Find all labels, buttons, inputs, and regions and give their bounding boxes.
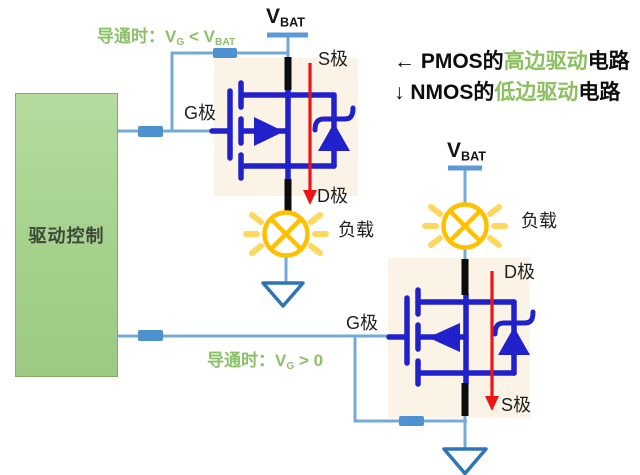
drive-control-box: 驱动控制	[15, 93, 118, 377]
nmos-symbol	[386, 287, 536, 387]
current-arrows	[303, 63, 499, 411]
nmos-source-pole-label: S极	[501, 395, 532, 415]
resistors	[138, 48, 424, 426]
nmos-load-label: 负载	[521, 211, 557, 231]
lamp-cross-icon	[269, 217, 303, 251]
pmos-source-terminal	[284, 57, 292, 90]
load-lamp-pmos	[243, 210, 329, 258]
pmos-drain-pole-label: D极	[317, 186, 348, 206]
ground-icon	[442, 447, 488, 475]
pmos-drain-terminal	[284, 179, 292, 212]
nmos-pulldown-resistor	[399, 416, 424, 426]
nmos-pulldown-wire	[353, 336, 467, 423]
nmos-drain-terminal	[461, 259, 469, 295]
ground-icon	[261, 281, 305, 308]
power-rails	[267, 32, 482, 171]
grounds	[261, 281, 488, 475]
load-lamp-nmos	[422, 202, 508, 250]
pmos-diode-cathode-bar	[312, 105, 356, 133]
pmos-symbol	[209, 80, 356, 183]
nmos-source-terminal	[461, 383, 469, 416]
header-line-nmos: ↓ NMOS的低边驱动电路	[394, 81, 621, 104]
header-line-pmos: ← PMOS的高边驱动电路	[394, 50, 630, 73]
lamp-rays-icon	[422, 204, 508, 248]
nmos-body-diode-icon	[498, 327, 530, 355]
pmos-gate-resistor	[138, 126, 163, 137]
header-highlight-green: 高边驱动	[503, 50, 588, 73]
lamp-rays-icon	[243, 212, 329, 256]
nmos-arrow	[428, 323, 460, 352]
pmos-body-diode-icon	[318, 123, 350, 151]
header-title: ← PMOS的高边驱动电路 ↓ NMOS的低边驱动电路	[394, 46, 630, 108]
nmos-current-arrowhead	[485, 396, 499, 411]
nmos-gate-pole-label: G极	[346, 313, 379, 333]
pmos-pullup-wire	[170, 51, 289, 131]
pmos-gate-pole-label: G极	[184, 103, 217, 123]
nmos-drain-pole-label: D极	[504, 262, 535, 282]
pmos-arrow	[254, 117, 284, 146]
nmos-diode-cathode-bar	[492, 309, 536, 337]
drive-control-label: 驱动控制	[28, 226, 105, 246]
lamp-cross-icon	[448, 209, 482, 243]
nmos-vbat-label: VBAT	[447, 139, 486, 164]
pmos-vbat-label: VBAT	[266, 5, 305, 30]
pmos-pullup-resistor	[213, 48, 237, 58]
nmos-conduction-annotation: 导通时：VG > 0	[207, 351, 324, 372]
pmos-source-pole-label: S极	[318, 49, 349, 69]
header-highlight-green: 低边驱动	[494, 81, 579, 104]
pmos-conduction-annotation: 导通时：VG < VBAT	[97, 27, 236, 48]
pmos-current-arrowhead	[303, 190, 317, 205]
terminal-bars	[284, 57, 469, 416]
nmos-gate-resistor	[138, 330, 163, 341]
pmos-load-label: 负载	[338, 220, 374, 240]
